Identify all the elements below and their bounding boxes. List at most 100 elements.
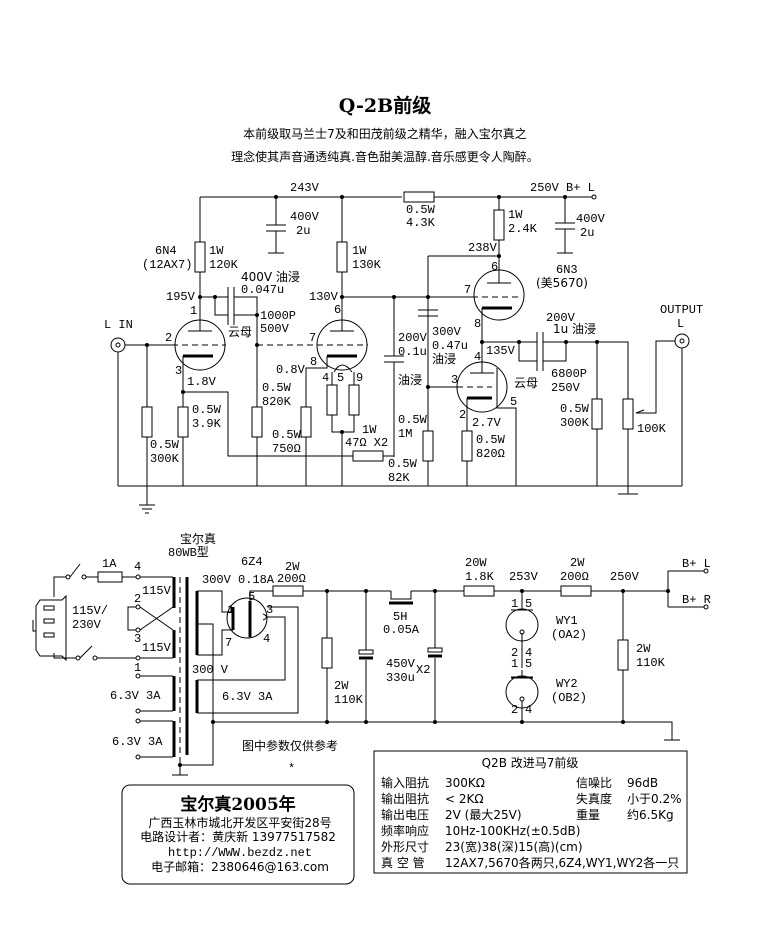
rail-243v: 243V xyxy=(290,181,320,195)
power-switch[interactable] xyxy=(69,563,81,578)
pin-label: 8 xyxy=(474,317,481,331)
ground-icon xyxy=(139,486,155,514)
pin-label: 2 xyxy=(511,703,518,717)
bplus-r-terminal[interactable] xyxy=(703,604,709,610)
r-plate-v1-power: 1W xyxy=(209,244,224,258)
pin-label: 5 xyxy=(525,597,532,611)
pin-label: 2 xyxy=(511,646,518,660)
mica-label-2: 云母 xyxy=(514,376,538,390)
c-filter2-voltage: 400V xyxy=(576,212,606,226)
pin-label: 6 xyxy=(491,260,498,274)
c-300v-voltage: 300V xyxy=(432,325,462,339)
r-plate-v3-value: 2.4K xyxy=(508,222,538,236)
resistor-1m xyxy=(422,430,434,462)
transformer-model: 80WB型 xyxy=(168,545,209,560)
c-out-voltage: 200V xyxy=(546,311,576,325)
voltage-135v: 135V xyxy=(486,344,516,358)
c-mica2-value: 6800P xyxy=(551,367,587,381)
r-dropper-value: 4.3K xyxy=(406,216,436,230)
volume-pot-100k[interactable] xyxy=(622,398,634,430)
page-title: Q-2B前级 xyxy=(339,94,431,117)
power-supply: 宝尔真 80WB型 1A 115V/ 230V 4 2 3 1 115V 115… xyxy=(32,531,711,776)
capacitor-1000p xyxy=(227,305,235,325)
r-fb-power: 0.5W xyxy=(388,457,418,471)
c-filter1-voltage: 400V xyxy=(290,210,320,224)
r-grid-v2-power: 0.5W xyxy=(262,381,292,395)
pin-label: 1 xyxy=(227,603,234,617)
c-300v-type: 油浸 xyxy=(432,352,456,366)
wy1-type: (OA2) xyxy=(551,628,587,642)
v1-type: 6N4 xyxy=(155,244,177,258)
spec-value: 23(宽)38(深)15(高)(cm) xyxy=(445,839,583,854)
transformer-brand: 宝尔真 xyxy=(180,531,216,546)
pin-label: 1 xyxy=(511,597,518,611)
spec-right-value: 96dB xyxy=(627,776,658,790)
choke-current: 0.05A xyxy=(383,623,420,637)
voltage-250v: 250V xyxy=(610,570,640,584)
pin-label: 9 xyxy=(356,371,363,385)
resistor-750 xyxy=(300,406,312,438)
output-jack[interactable] xyxy=(674,333,690,349)
capacitor-1u xyxy=(536,332,544,352)
spec-right-value: 小于0.2% xyxy=(627,792,682,806)
asterisk: * xyxy=(288,762,295,776)
resistor-3k9 xyxy=(177,406,189,438)
c-200v-type: 油浸 xyxy=(398,373,422,387)
r-out-power: 0.5W xyxy=(560,402,590,416)
capacitor-6800p xyxy=(536,351,544,371)
c-coupling-rating: 400V 油浸 xyxy=(241,270,300,284)
caps-value: 330u xyxy=(386,671,415,685)
iec-power-inlet[interactable] xyxy=(35,594,67,662)
subtitle-line-1: 本前级取马兰士7及和田茂前级之精华，融入宝尔真之 xyxy=(243,126,527,141)
spec-value: 300KΩ xyxy=(445,776,485,790)
r-dropper-power: 0.5W xyxy=(406,203,436,217)
spec-value: 2V (最大25V) xyxy=(445,808,522,822)
mains-voltage-2: 230V xyxy=(72,618,102,632)
voltage-195v: 195V xyxy=(166,290,196,304)
c-200v-value: 0.1u xyxy=(398,345,427,359)
pin-label: 5 xyxy=(510,395,517,409)
pin-label: 2 xyxy=(459,408,466,422)
spec-value: < 2KΩ xyxy=(445,792,484,806)
r-plate-v1-value: 120K xyxy=(209,258,239,272)
bplus-l-terminal[interactable] xyxy=(703,568,709,574)
brand-url[interactable]: http://WWW.bezdz.net xyxy=(168,846,312,860)
r-bleed1-power: 2W xyxy=(334,679,349,693)
v3-equivalent: (美5670) xyxy=(536,276,588,290)
r-cath-v1-value: 3.9K xyxy=(192,417,222,431)
pin-label: 6 xyxy=(334,303,341,317)
r-cath-v1-power: 0.5W xyxy=(192,403,222,417)
output-label: OUTPUT xyxy=(660,303,703,317)
r-bleed2-power: 2W xyxy=(636,642,651,656)
regulator-wy2 xyxy=(505,675,539,709)
spec-value: 10Hz-100KHz(±0.5dB) xyxy=(445,824,580,838)
spec-value: 12AX7,5670各两只,6Z4,WY1,WY2各一只 xyxy=(445,855,679,870)
heater-rectifier: 6.3V 3A xyxy=(222,690,273,704)
resistor-4k3 xyxy=(403,191,435,203)
c-filter2-value: 2u xyxy=(580,226,594,240)
resistor-820 xyxy=(461,430,473,462)
input-jack[interactable] xyxy=(110,337,126,353)
capacitor-filter-1 xyxy=(266,197,286,254)
spec-label: 输出阻抗 xyxy=(381,791,429,806)
brand-email[interactable]: 电子邮箱：2380646@163.com xyxy=(151,859,329,874)
v1-equivalent: (12AX7) xyxy=(142,258,192,272)
pin-label: 5 xyxy=(248,590,255,604)
spec-label: 输入阻抗 xyxy=(381,775,429,790)
resistor-1k8 xyxy=(463,585,495,597)
r-cath-v2-value: 750Ω xyxy=(272,442,301,456)
r-series2-value: 1.8K xyxy=(465,570,495,584)
spec-right-label: 重量 xyxy=(576,808,600,822)
resistor-200-a xyxy=(272,585,304,597)
tap-label: 3 xyxy=(134,632,141,646)
spec-label: 真 空 管 xyxy=(381,855,425,870)
spec-label: 频率响应 xyxy=(381,823,429,838)
resistor-110k-a xyxy=(321,637,333,669)
pin-label: 7 xyxy=(225,636,232,650)
output-channel: L xyxy=(677,317,684,331)
r-plate-v3-power: 1W xyxy=(508,208,523,222)
heater-resistor-b xyxy=(348,384,360,416)
r-plate-v2-value: 130K xyxy=(352,258,382,272)
r-cath-v2-power: 0.5W xyxy=(272,428,302,442)
pin-label: 5 xyxy=(525,657,532,671)
